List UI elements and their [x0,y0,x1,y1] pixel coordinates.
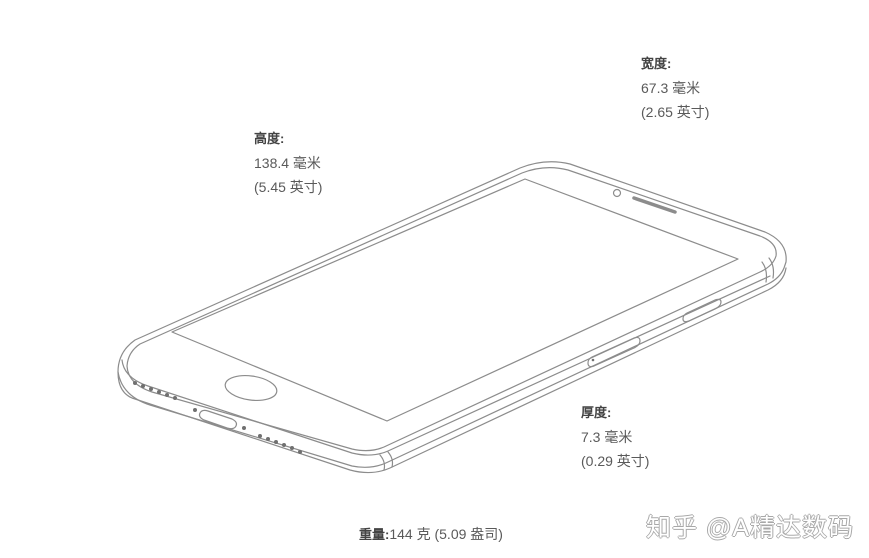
spec-height-imperial: (5.45 英寸) [254,179,323,195]
spec-height-label: 高度: [254,131,285,146]
antenna-line-bottom-1 [379,454,386,471]
phone-side-bottom-edge [117,267,787,474]
spec-width-metric: 67.3 毫米 [641,80,701,96]
volume-button-2 [682,298,722,323]
volume-button-1 [587,336,641,368]
antenna-line-bottom-2 [387,451,394,468]
phone-side-mid-line [121,275,771,456]
spec-weight-label: 重量: [359,527,390,542]
spec-weight: 重量:144 克 (5.09 盎司) [359,524,503,544]
spec-weight-value: 144 克 (5.09 盎司) [389,526,503,542]
spec-depth-metric: 7.3 毫米 [581,429,633,445]
spec-depth-imperial: (0.29 英寸) [581,453,650,469]
home-button [224,374,278,402]
spec-width: 宽度: 67.3 毫米 (2.65 英寸) [641,52,709,124]
antenna-line-top-2 [768,257,775,279]
antenna-line-top-1 [761,261,768,283]
spec-depth: 厚度: 7.3 毫米 (0.29 英寸) [581,401,649,473]
spec-width-label: 宽度: [641,56,672,71]
earpiece-speaker [632,196,677,214]
phone-front-glass-edge [126,167,777,452]
screw-left [193,408,197,412]
speaker-grille-left [133,381,177,400]
spec-height-metric: 138.4 毫米 [254,155,321,171]
spec-height: 高度: 138.4 毫米 (5.45 英寸) [254,127,322,199]
watermark: 知乎 @A精达数码 [646,514,854,542]
speaker-grille-right [258,434,302,454]
lightning-port [198,409,238,430]
phone-screen [171,178,739,422]
mute-switch-dot [591,358,595,362]
screw-right [242,426,246,430]
front-camera [612,188,622,198]
spec-width-imperial: (2.65 英寸) [641,104,710,120]
spec-depth-label: 厚度: [581,405,612,420]
